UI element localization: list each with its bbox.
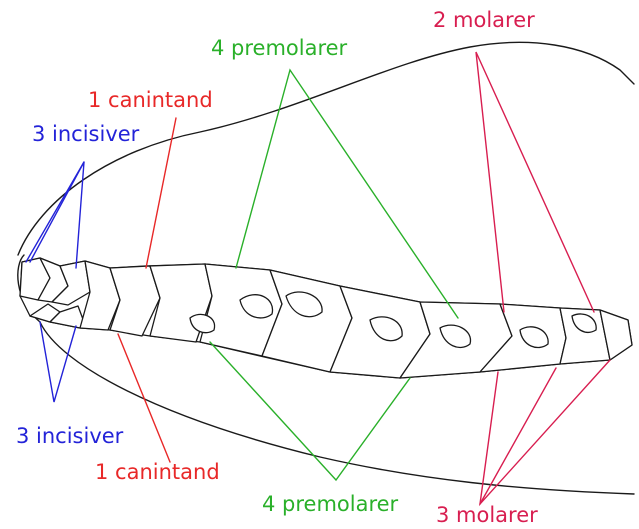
lower-canine-leader bbox=[118, 334, 170, 462]
tooth-row bbox=[20, 258, 632, 378]
upper-canine-label: 1 canintand bbox=[88, 90, 213, 111]
upper-jaw-outline bbox=[18, 42, 634, 255]
lower-canine-label: 1 canintand bbox=[95, 462, 220, 483]
upper-incisors-leader-2 bbox=[30, 162, 84, 262]
lower-premolars-label: 4 premolarer bbox=[262, 494, 398, 515]
upper-incisors-label: 3 incisiver bbox=[32, 124, 139, 145]
upper-canine-leader bbox=[146, 118, 176, 268]
lower-incisors-leader bbox=[40, 322, 76, 402]
lower-incisors-label: 3 incisiver bbox=[16, 426, 123, 447]
upper-molars-leader bbox=[476, 52, 594, 312]
upper-molars-label: 2 molarer bbox=[433, 10, 535, 31]
upper-premolars-label: 4 premolarer bbox=[211, 38, 347, 59]
lower-molars-label: 3 molarer bbox=[436, 505, 538, 526]
lower-molars-leader-2 bbox=[480, 368, 556, 504]
lower-molars-leader bbox=[480, 360, 610, 504]
